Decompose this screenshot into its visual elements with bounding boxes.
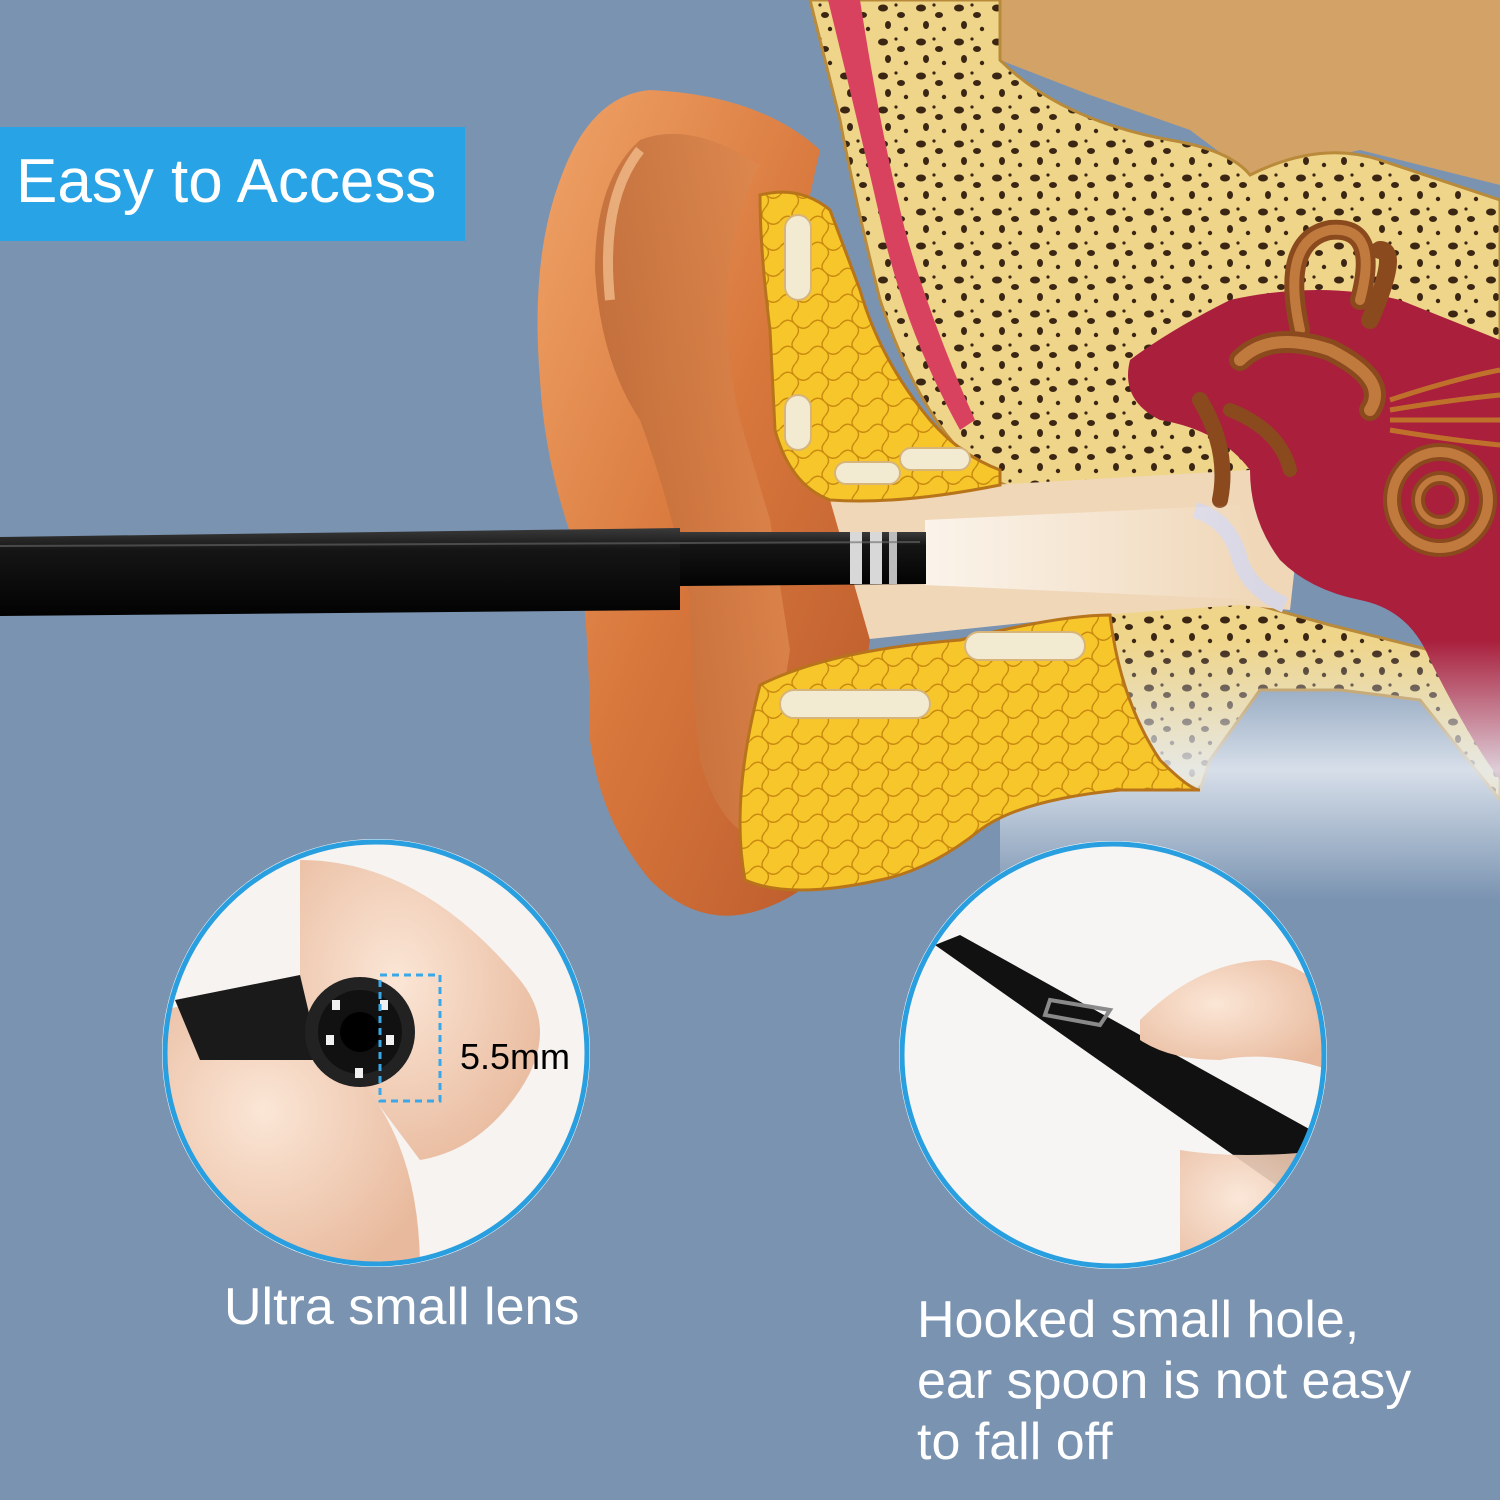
cochlea — [1192, 219, 1497, 557]
endoscope-probe — [0, 528, 926, 616]
banner-title: Easy to Access — [16, 147, 437, 216]
title-banner — [0, 127, 465, 241]
lens-detail-circle — [162, 839, 590, 1267]
lens-caption: Ultra small lens — [224, 1278, 580, 1336]
hook-caption-line: to fall off — [917, 1413, 1113, 1471]
hook-caption-line: Hooked small hole, — [917, 1291, 1360, 1349]
lens-measurement-label: 5.5mm — [460, 1036, 571, 1077]
hook-detail-circle — [899, 841, 1327, 1269]
skull-cavity — [980, 0, 1500, 185]
middle-ear — [1128, 290, 1500, 780]
auditory-nerve — [1389, 367, 1500, 448]
muscle-strip — [828, 0, 975, 430]
light-beam — [925, 505, 1260, 600]
hook-caption-line: ear spoon is not easy — [917, 1352, 1412, 1410]
hook-caption: Hooked small hole, ear spoon is not easy… — [917, 1290, 1477, 1473]
pinna-rim — [603, 146, 644, 301]
cartilage-highlights — [779, 214, 1086, 719]
upper-cartilage — [758, 190, 1002, 503]
pinna-inner — [595, 133, 790, 840]
